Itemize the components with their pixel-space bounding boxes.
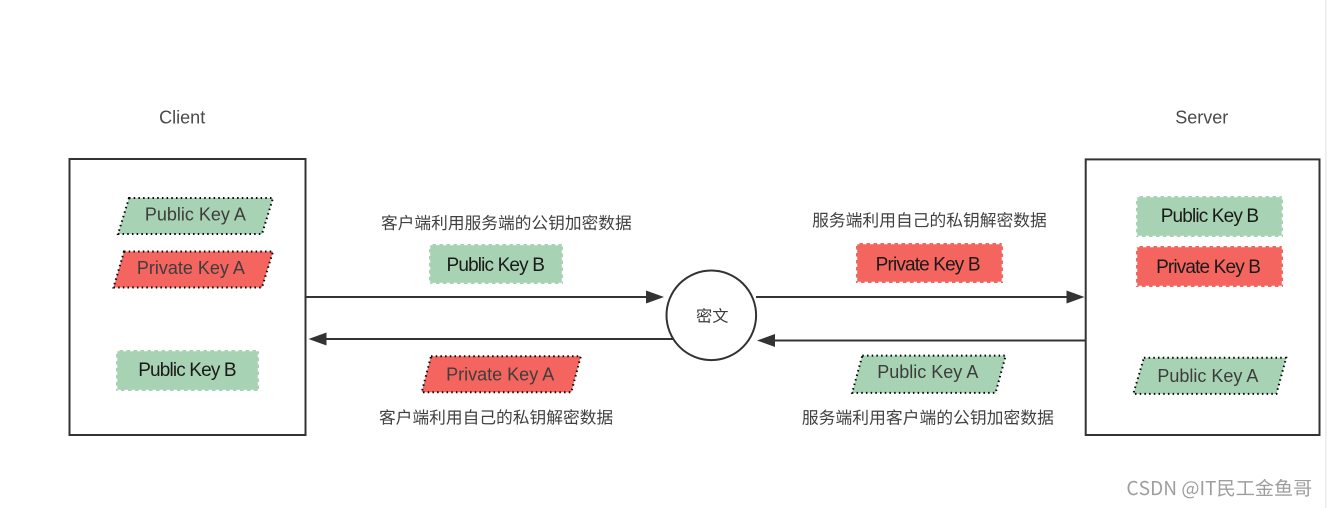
- svg-text:Public Key B: Public Key B: [1161, 206, 1259, 227]
- svg-text:Public Key A: Public Key A: [145, 205, 246, 225]
- svg-text:Private Key B: Private Key B: [876, 254, 980, 275]
- svg-text:Private Key A: Private Key A: [446, 364, 554, 384]
- svg-text:Private Key B: Private Key B: [1156, 257, 1260, 278]
- svg-text:Public Key B: Public Key B: [138, 360, 236, 381]
- svg-text:Client: Client: [159, 107, 205, 127]
- svg-text:Public Key A: Public Key A: [877, 362, 978, 382]
- svg-text:Server: Server: [1175, 107, 1228, 127]
- svg-text:Public Key B: Public Key B: [447, 255, 545, 276]
- svg-text:Public Key A: Public Key A: [1157, 366, 1258, 386]
- svg-text:Private Key A: Private Key A: [137, 258, 245, 278]
